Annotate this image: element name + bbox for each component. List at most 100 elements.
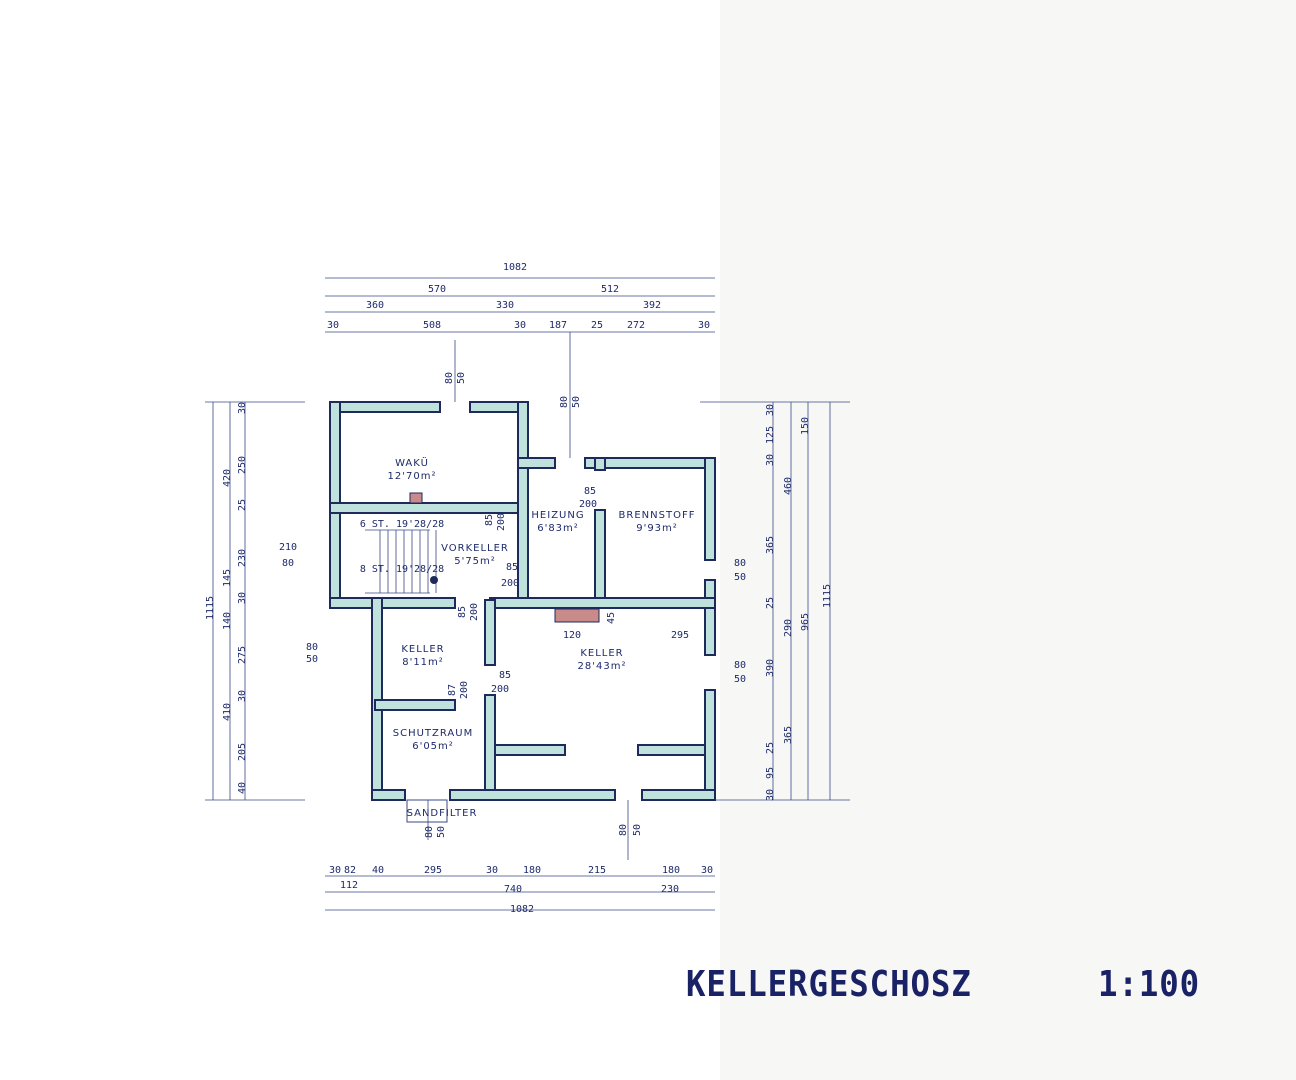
paper-background bbox=[720, 0, 1296, 1080]
dimension-label: 85 bbox=[499, 670, 511, 681]
dimension-label: 360 bbox=[366, 300, 384, 311]
wall bbox=[449, 789, 616, 801]
stair-label: 6 ST. 19'28/28 bbox=[360, 519, 444, 530]
dimension-label: 295 bbox=[671, 630, 689, 641]
chimney bbox=[554, 608, 600, 623]
staircase bbox=[365, 529, 438, 594]
dimension-lines bbox=[205, 277, 850, 911]
wall bbox=[641, 789, 716, 801]
dimension-label: 570 bbox=[428, 284, 446, 295]
dimension-label: 85 bbox=[506, 562, 518, 573]
dimension-label: 200 bbox=[501, 578, 519, 589]
dimension-label: 200 bbox=[469, 603, 480, 621]
room-name: SCHUTZRAUM bbox=[393, 728, 473, 739]
dimension-label: 200 bbox=[459, 681, 470, 699]
dimension-label: 180 bbox=[523, 865, 541, 876]
room-area: 28'43m² bbox=[578, 661, 627, 672]
dimension-label: 87 bbox=[447, 684, 458, 696]
room-area: 8'11m² bbox=[402, 657, 444, 668]
dimension-label: 230 bbox=[661, 884, 679, 895]
walls bbox=[329, 401, 716, 823]
wall bbox=[594, 457, 606, 471]
dimension-label: 1115 bbox=[205, 596, 216, 620]
dimension-label: 187 bbox=[549, 320, 567, 331]
wall bbox=[374, 699, 456, 711]
dimension-label: 200 bbox=[579, 499, 597, 510]
dimension-label: 200 bbox=[496, 513, 507, 531]
dimension-label: 30 bbox=[765, 404, 776, 416]
dimension-label: 50 bbox=[734, 674, 746, 685]
wall bbox=[374, 597, 456, 609]
dimension-label: 210 bbox=[279, 542, 297, 553]
dimension-label: 30 bbox=[327, 320, 339, 331]
dimension-label: 30 bbox=[765, 789, 776, 801]
sandfilter-box bbox=[406, 799, 448, 823]
dimension-label: 120 bbox=[563, 630, 581, 641]
dimension-label: 230 bbox=[237, 549, 248, 567]
dimension-label: 85 bbox=[457, 606, 468, 618]
dimension-label: 150 bbox=[800, 417, 811, 435]
room-name: BRENNSTOFF bbox=[619, 510, 696, 521]
dimension-label: 30 bbox=[237, 592, 248, 604]
dimension-label: 30 bbox=[329, 865, 341, 876]
dimension-label: 25 bbox=[591, 320, 603, 331]
dimension-label: 180 bbox=[662, 865, 680, 876]
drawing-title: KELLERGESCHOSZ bbox=[686, 964, 972, 1005]
dimension-label: 275 bbox=[237, 646, 248, 664]
dimension-label: 85 bbox=[584, 486, 596, 497]
dimension-label: 1115 bbox=[822, 584, 833, 608]
dimension-label: 95 bbox=[765, 767, 776, 779]
dimension-label: 50 bbox=[456, 372, 467, 384]
room-name: SANDFILTER bbox=[407, 808, 478, 819]
wall bbox=[484, 694, 496, 796]
dimension-label: 80 bbox=[734, 660, 746, 671]
dimension-label: 365 bbox=[765, 536, 776, 554]
dimension-label: 140 bbox=[222, 612, 233, 630]
dimension-label: 30 bbox=[486, 865, 498, 876]
drain-icon bbox=[430, 576, 438, 584]
wall bbox=[329, 401, 441, 413]
dimension-label: 365 bbox=[783, 726, 794, 744]
dimension-label: 25 bbox=[765, 597, 776, 609]
dimension-label: 295 bbox=[424, 865, 442, 876]
dimension-label: 25 bbox=[765, 742, 776, 754]
dimension-label: 50 bbox=[632, 824, 643, 836]
wall bbox=[704, 579, 716, 656]
room-area: 6'05m² bbox=[412, 741, 454, 752]
dimension-label: 50 bbox=[571, 396, 582, 408]
room-name: KELLER bbox=[401, 644, 444, 655]
dimension-label: 272 bbox=[627, 320, 645, 331]
dimension-label: 215 bbox=[588, 865, 606, 876]
dimension-label: 290 bbox=[783, 619, 794, 637]
wall bbox=[517, 401, 529, 601]
dimension-label: 512 bbox=[601, 284, 619, 295]
dimension-label: 80 bbox=[618, 824, 629, 836]
dimension-label: 30 bbox=[514, 320, 526, 331]
dimension-label: 50 bbox=[734, 572, 746, 583]
dimension-label: 85 bbox=[484, 514, 495, 526]
dimension-label: 80 bbox=[282, 558, 294, 569]
chimney-flue bbox=[409, 492, 423, 504]
dimension-label: 1082 bbox=[510, 904, 534, 915]
wall bbox=[371, 789, 406, 801]
stair-label: 8 ST. 19'28/28 bbox=[360, 564, 444, 575]
wall bbox=[494, 744, 566, 756]
dimension-label: 30 bbox=[698, 320, 710, 331]
room-area: 9'93m² bbox=[636, 523, 678, 534]
dimension-label: 50 bbox=[306, 654, 318, 665]
dimension-label: 420 bbox=[222, 469, 233, 487]
dimension-label: 1082 bbox=[503, 262, 527, 273]
dimension-label: 30 bbox=[237, 402, 248, 414]
wall bbox=[704, 689, 716, 801]
room-name: HEIZUNG bbox=[531, 510, 584, 521]
dimension-label: 390 bbox=[765, 659, 776, 677]
dimension-label: 50 bbox=[436, 826, 447, 838]
room-area: 12'70m² bbox=[388, 471, 437, 482]
wall bbox=[329, 597, 376, 609]
dimension-label: 508 bbox=[423, 320, 441, 331]
dimension-label: 145 bbox=[222, 569, 233, 587]
dimension-label: 40 bbox=[237, 782, 248, 794]
dimension-label: 82 bbox=[344, 865, 356, 876]
